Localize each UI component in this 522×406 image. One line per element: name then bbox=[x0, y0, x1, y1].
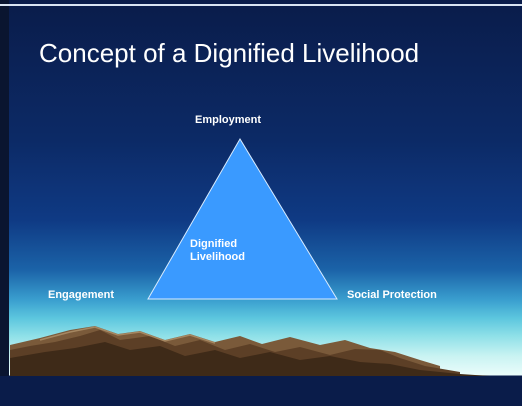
apex-label-employment: Employment bbox=[195, 114, 262, 126]
center-label-line2: Livelihood bbox=[190, 251, 245, 263]
apex-label-social-protection: Social Protection bbox=[347, 289, 437, 301]
triangle-center-label: Dignified Livelihood bbox=[190, 238, 280, 264]
mountain-range bbox=[10, 326, 490, 376]
livelihood-triangle bbox=[147, 138, 338, 300]
mountain-near bbox=[10, 342, 490, 376]
center-label-line1: Dignified bbox=[190, 238, 238, 250]
top-divider-line bbox=[0, 4, 522, 6]
slide-left-edge bbox=[0, 0, 9, 406]
apex-label-engagement: Engagement bbox=[48, 289, 115, 301]
bottom-bar bbox=[0, 376, 522, 406]
slide-title: Concept of a Dignified Livelihood bbox=[39, 38, 420, 68]
mountain-highlight bbox=[39, 326, 216, 344]
